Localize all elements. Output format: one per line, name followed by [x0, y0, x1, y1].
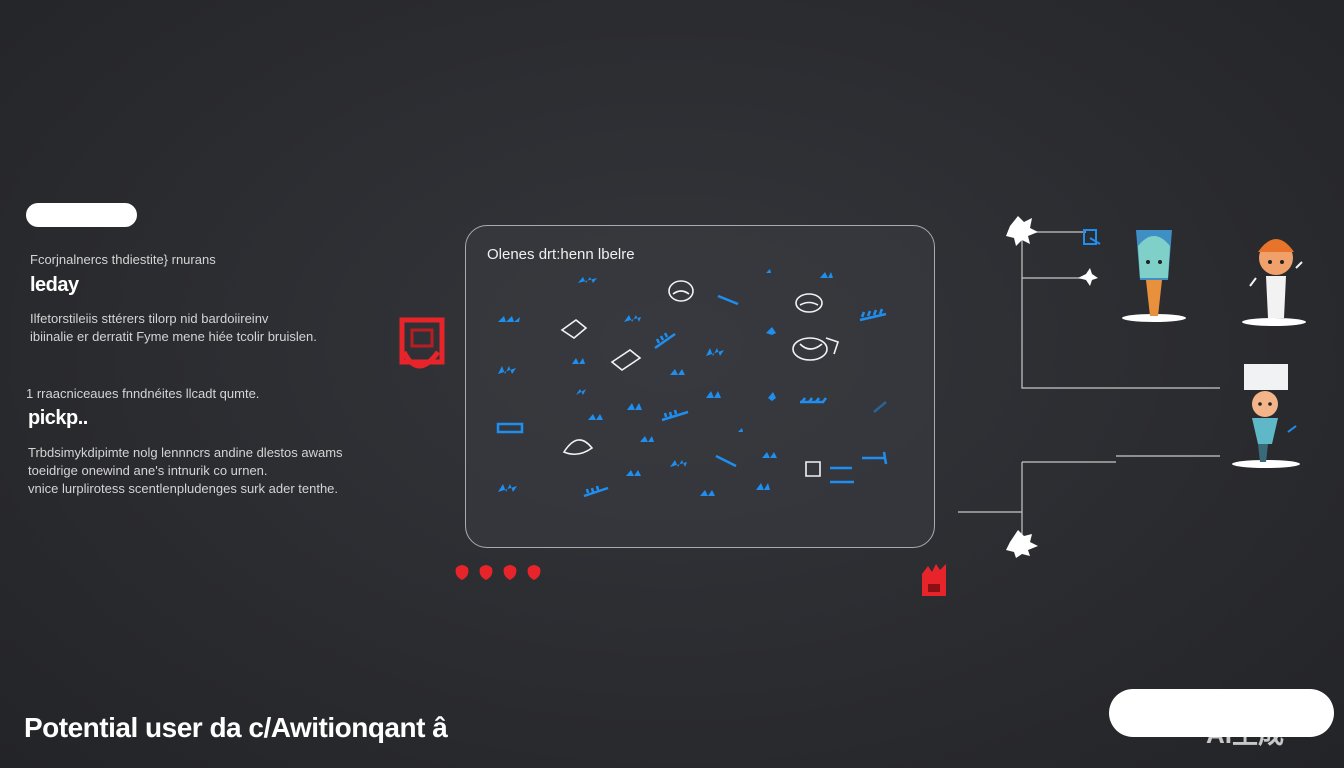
section1-heading: leday — [30, 274, 79, 296]
panel-title: Olenes drt:henn lbelre — [487, 246, 635, 263]
section2-body: Trbdsimykdipimte nolg lennncrs andine dl… — [28, 444, 343, 498]
sketch-doodle-icon — [560, 280, 840, 477]
section2-heading: pickp.. — [28, 407, 88, 429]
section1-body-line: Ilfetorstileiis sttérers tilorp nid bard… — [30, 311, 269, 326]
section1-body: Ilfetorstileiis sttérers tilorp nid bard… — [30, 310, 317, 346]
section2-body-line: vnice lurplirotess scentlenpludenges sur… — [28, 481, 339, 496]
section1-caption: Fcorjnalnercs thdiestite} rnurans — [30, 252, 216, 267]
section2-caption: 1 rraacniceaues fnndnéites llcadt qumte. — [26, 386, 260, 401]
content-panel: Olenes drt:henn lbelre — [465, 225, 935, 548]
section2-body-line: toeidrige onewind ane's intnurik co urne… — [28, 463, 268, 478]
watermark: AI生成 — [1206, 719, 1285, 749]
section1-body-line: ibiinalie er derratit Fyme mene hiée tco… — [30, 329, 317, 344]
person-avatar-icon — [1122, 230, 1186, 322]
small-blue-icon — [1083, 229, 1101, 245]
bottom-right-pill — [1109, 689, 1334, 737]
red-flag-icon — [922, 564, 946, 596]
person-avatar-icon — [1242, 239, 1306, 326]
section2-body-line: Trbdsimykdipimte nolg lennncrs andine dl… — [28, 445, 343, 460]
red-mark-icon — [399, 317, 445, 369]
red-cluster-icon — [455, 565, 541, 580]
bottom-title: Potential user da c/Awitionqant â — [24, 712, 448, 743]
top-label-pill — [26, 203, 137, 227]
splat-node-icon — [1006, 216, 1098, 558]
blue-glyph-icon — [498, 269, 833, 496]
blue-line-icon — [496, 294, 888, 498]
person-avatar-icon — [1232, 364, 1300, 468]
